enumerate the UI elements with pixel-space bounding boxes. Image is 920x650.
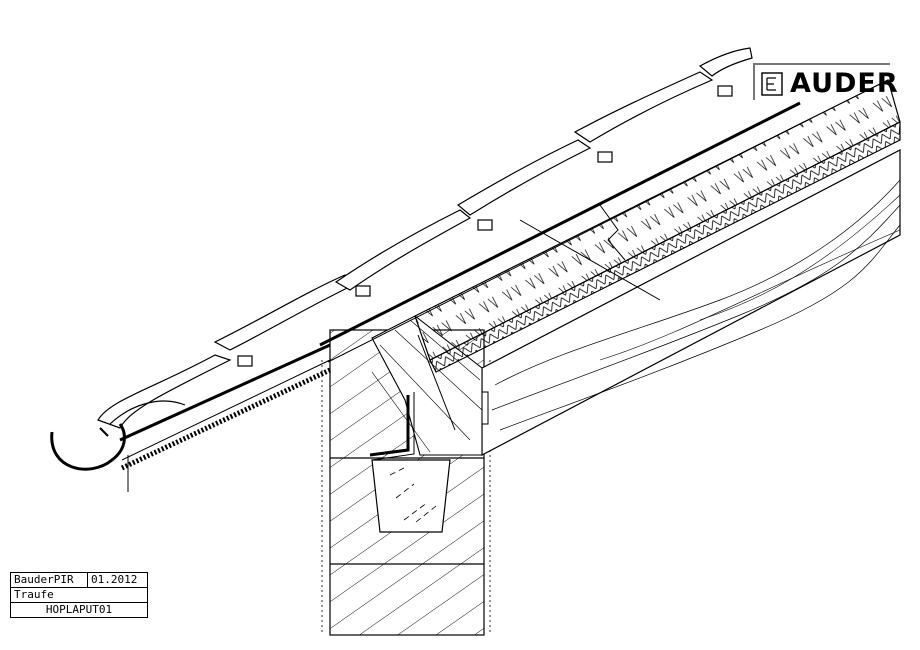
gutter — [50, 400, 186, 471]
title-block-row-1: BauderPIR 01.2012 — [11, 573, 147, 587]
drawing-date: 01.2012 — [91, 573, 138, 586]
title-block-row-2: Traufe — [11, 587, 147, 602]
wall-plate — [371, 459, 451, 533]
drawing-code: HOPLAPUT01 — [45, 603, 113, 616]
title-block-row-3: HOPLAPUT01 — [11, 602, 147, 617]
title-block: BauderPIR 01.2012 Traufe HOPLAPUT01 — [10, 572, 148, 618]
roof-tiles — [97, 47, 753, 429]
fixing-screws — [417, 204, 661, 431]
bauder-logo-frame — [753, 63, 890, 100]
bauder-logo: AUDER — [790, 68, 899, 99]
eaves-flashing-profile — [369, 392, 415, 461]
product-name: BauderPIR — [11, 573, 88, 587]
detail-name: Traufe — [14, 588, 54, 601]
battens — [119, 101, 809, 492]
